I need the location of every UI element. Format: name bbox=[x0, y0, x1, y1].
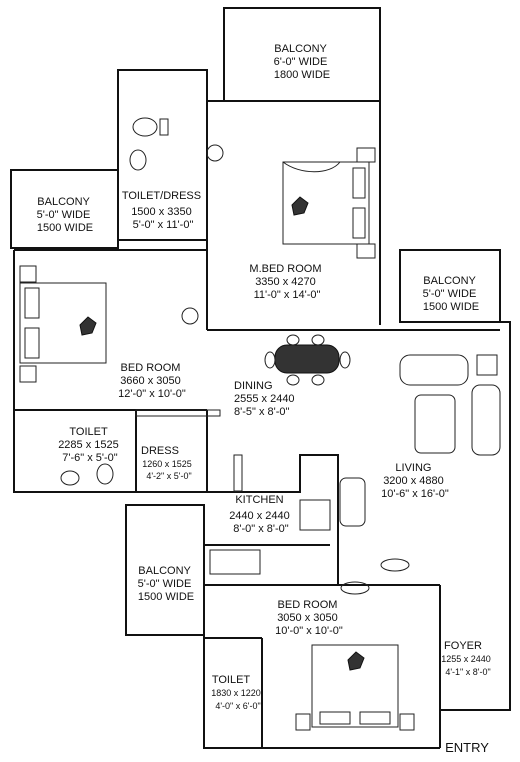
bed-room-2-bed bbox=[295, 644, 415, 731]
master-bed bbox=[282, 147, 376, 259]
label-toilet-2: TOILET 1830 x 1220 4'-0" x 6'-0" bbox=[211, 670, 265, 711]
label-kitchen: KITCHEN 2440 x 2440 8'-0" x 8'-0" bbox=[229, 494, 293, 535]
label-balcony-right: BALCONY 5'-0" WIDE 1500 WIDE bbox=[423, 275, 480, 313]
label-dining: DINING 2555 x 2440 8'-5" x 8'-0" bbox=[234, 380, 298, 418]
label-living: LIVING 3200 x 4880 10'-6" x 16'-0" bbox=[381, 462, 449, 500]
dining-table bbox=[264, 334, 351, 386]
living-sofas bbox=[339, 354, 501, 527]
label-balcony-bottom: BALCONY 5'-0" WIDE 1500 WIDE bbox=[138, 565, 195, 603]
label-dress: DRESS 1260 x 1525 4'-2" x 5'-0" bbox=[141, 441, 196, 481]
label-toilet-dress: TOILET/DRESS 1500 x 3350 5'-0" x 11'-0" bbox=[122, 190, 204, 231]
fixtures bbox=[19, 117, 501, 731]
label-toilet-1: TOILET 2285 x 1525 7'-6" x 5'-0" bbox=[58, 426, 122, 464]
label-bed-room-1: BED ROOM 3660 x 3050 12'-0" x 10'-0" bbox=[118, 362, 186, 400]
walls bbox=[10, 7, 511, 749]
bed-room-1-bed bbox=[19, 265, 107, 383]
label-entry: ENTRY bbox=[445, 740, 489, 755]
label-balcony-left: BALCONY 5'-0" WIDE 1500 WIDE bbox=[37, 196, 94, 234]
label-master-bed: M.BED ROOM 3350 x 4270 11'-0" x 14'-0" bbox=[249, 263, 324, 301]
label-balcony-top: BALCONY 6'-0" WIDE 1800 WIDE bbox=[274, 43, 331, 81]
label-foyer: FOYER 1255 x 2440 4'-1" x 8'-0" bbox=[441, 636, 495, 677]
room-labels: BALCONY 6'-0" WIDE 1800 WIDE TOILET/DRES… bbox=[37, 43, 495, 755]
label-bed-room-2: BED ROOM 3050 x 3050 10'-0" x 10'-0" bbox=[275, 599, 343, 637]
